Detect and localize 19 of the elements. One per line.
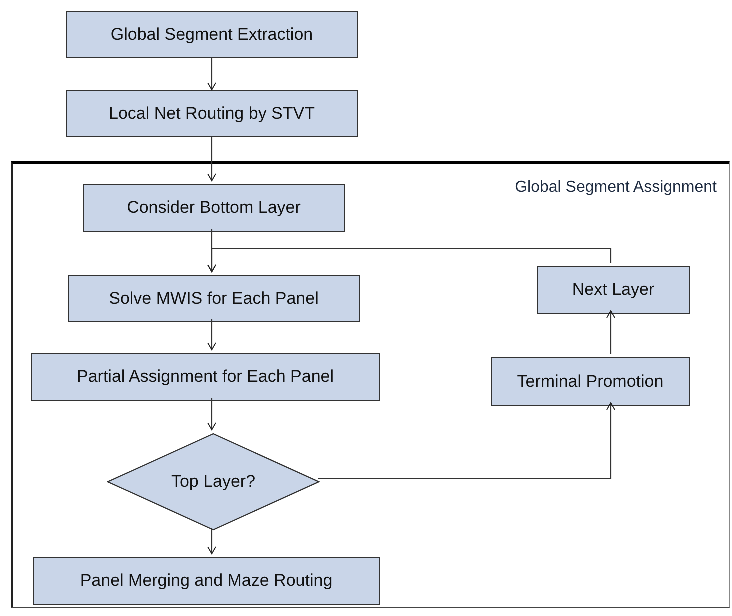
process-box: Solve MWIS for Each Panel (68, 275, 360, 322)
group-title: Global Segment Assignment (515, 178, 717, 198)
process-box: Global Segment Extraction (66, 11, 358, 58)
process-box: Panel Merging and Maze Routing (33, 557, 380, 605)
process-box: Next Layer (537, 266, 690, 314)
process-box: Terminal Promotion (491, 357, 690, 406)
process-box: Local Net Routing by STVT (66, 90, 358, 137)
arrow (208, 58, 216, 90)
group-frame (11, 161, 730, 608)
decision-label: Top Layer? (171, 471, 256, 494)
arrow (606, 310, 616, 354)
process-box: Partial Assignment for Each Panel (31, 353, 380, 401)
arrow (208, 319, 216, 350)
arrow (208, 398, 216, 430)
arrow (208, 137, 216, 182)
arrow (208, 248, 612, 272)
arrow (318, 402, 616, 480)
arrow (208, 528, 216, 554)
process-box: Consider Bottom Layer (83, 184, 345, 232)
